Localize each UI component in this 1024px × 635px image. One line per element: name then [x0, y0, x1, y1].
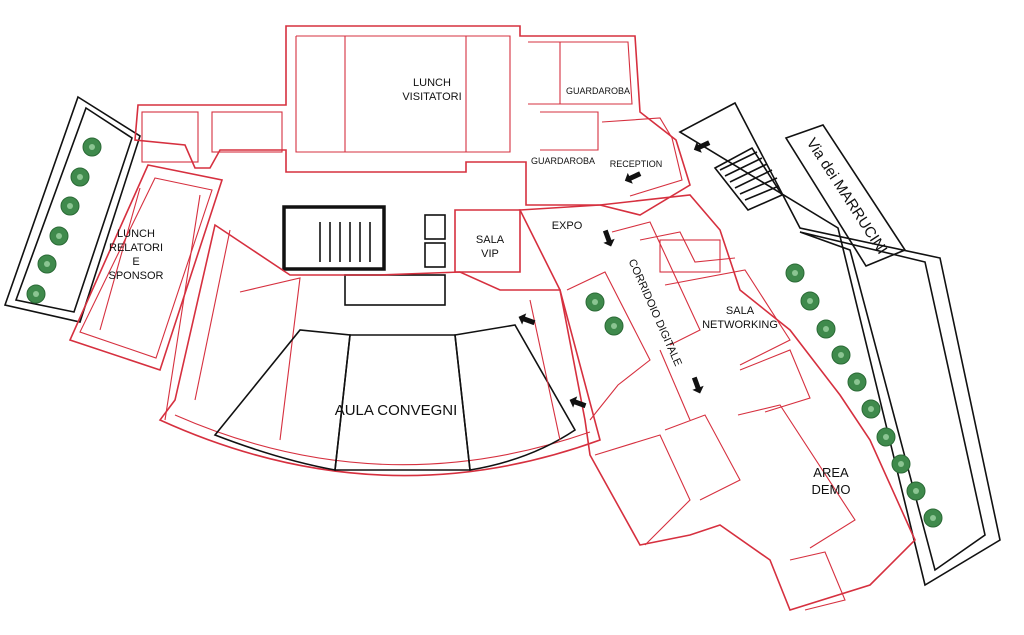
tree-icon	[37, 254, 57, 274]
label-lunch-relatori-4: SPONSOR	[108, 270, 163, 282]
right-garden	[678, 101, 1001, 587]
label-lunch-relatori-2: RELATORI	[109, 242, 163, 254]
label-guardaroba-bottom: GUARDAROBA	[531, 156, 595, 166]
direction-arrow-icon	[602, 229, 615, 247]
tree-icon	[906, 481, 926, 501]
street-sign: Via dei MARRUCINI	[784, 124, 907, 267]
label-sala-networking-2: NETWORKING	[702, 319, 778, 331]
stair-right	[713, 146, 784, 211]
tree-icon	[60, 196, 80, 216]
label-lunch-visitatori-1: LUNCH	[413, 77, 451, 89]
label-reception: RECEPTION	[610, 159, 663, 169]
tree-icon	[891, 454, 911, 474]
label-expo: EXPO	[552, 220, 583, 232]
top-block	[134, 25, 691, 216]
direction-arrow-icon	[693, 140, 711, 153]
label-sala-vip-2: VIP	[481, 248, 499, 260]
left-block	[68, 164, 224, 372]
left-garden	[3, 95, 141, 323]
label-area-demo-1: AREA	[813, 465, 849, 480]
tree-icon	[26, 284, 46, 304]
label-area-demo-2: DEMO	[812, 482, 851, 497]
trees-left	[26, 137, 102, 304]
trees-right	[785, 263, 943, 528]
label-sala-networking-1: SALA	[726, 305, 755, 317]
label-aula-convegni: AULA CONVEGNI	[335, 402, 458, 419]
direction-arrow-icon	[624, 171, 642, 184]
tree-icon	[800, 291, 820, 311]
tree-icon	[49, 226, 69, 246]
tree-icon	[585, 292, 605, 312]
label-lunch-visitatori-2: VISITATORI	[402, 91, 461, 103]
street-label: Via dei MARRUCINI	[803, 135, 891, 257]
central-stairs	[282, 205, 446, 306]
tree-icon	[861, 399, 881, 419]
label-guardaroba-top: GUARDAROBA	[566, 86, 630, 96]
tree-icon	[847, 372, 867, 392]
direction-arrows	[518, 140, 711, 409]
tree-icon	[604, 316, 624, 336]
tree-icon	[785, 263, 805, 283]
direction-arrow-icon	[569, 396, 587, 409]
label-lunch-relatori-3: E	[132, 256, 139, 268]
tree-icon	[82, 137, 102, 157]
direction-arrow-icon	[691, 376, 704, 394]
tree-icon	[876, 427, 896, 447]
label-corridoio-digitale: CORRIDOIO DIGITALE	[626, 257, 684, 368]
tree-icon	[70, 167, 90, 187]
sala-vip-room	[454, 209, 521, 273]
tree-icon	[816, 319, 836, 339]
label-lunch-relatori-1: LUNCH	[117, 228, 155, 240]
tree-icon	[831, 345, 851, 365]
trees-center	[585, 292, 624, 336]
expo-area	[518, 194, 916, 611]
direction-arrow-icon	[518, 313, 536, 326]
aula-convegni-hall	[158, 194, 601, 477]
label-sala-vip-1: SALA	[476, 234, 505, 246]
tree-icon	[923, 508, 943, 528]
